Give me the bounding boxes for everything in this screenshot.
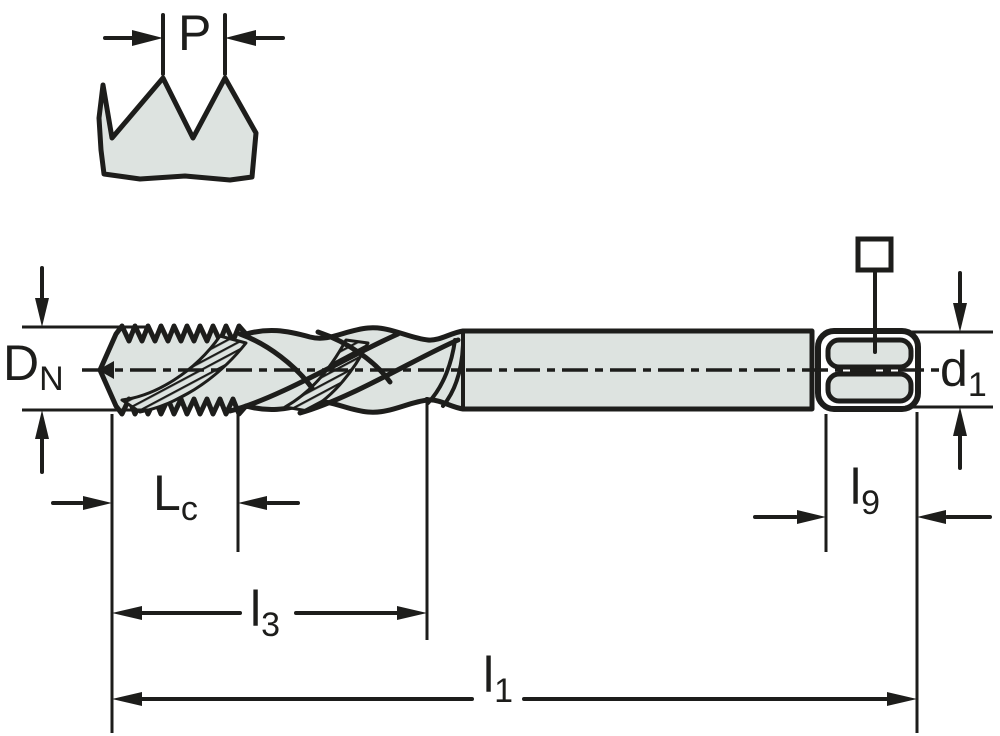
spiral-crest-3: [237, 331, 315, 391]
l9-arrow-right: [917, 510, 992, 524]
dimension-l3: [112, 606, 427, 620]
spiral-crest-1: [227, 331, 401, 414]
pitch-arrow-left: [103, 30, 163, 46]
extension-lines: [110, 397, 919, 733]
square-symbol-icon: [855, 236, 894, 273]
square-flat-top: [825, 337, 914, 370]
pitch-arrow-right: [225, 30, 285, 46]
flute-hatch-band-1: [120, 334, 248, 414]
d1-arrow-down: [953, 271, 967, 332]
label-pitch: P: [178, 5, 212, 61]
dimension-lc: [51, 496, 300, 510]
dimension-l1: [112, 692, 917, 706]
dimension-dn: [22, 266, 148, 474]
dimension-l9: [753, 510, 992, 524]
flute-tail-1: [426, 338, 457, 405]
l9-arrow-left: [753, 510, 826, 524]
square-drive-symbol: [855, 236, 894, 354]
dn-arrow-down: [35, 266, 49, 327]
tap-body: [82, 236, 942, 417]
d1-arrow-up: [953, 407, 967, 470]
square-flat-bottom: [825, 371, 914, 404]
dimension-d1: [905, 271, 993, 470]
dn-arrow-up: [35, 410, 49, 474]
thread-profile-shape: [96, 75, 259, 183]
spiral-crest-4: [315, 329, 393, 385]
thread-profile-detail: [96, 13, 285, 183]
lc-arrow-left: [51, 496, 112, 510]
lc-arrow-right: [238, 496, 300, 510]
